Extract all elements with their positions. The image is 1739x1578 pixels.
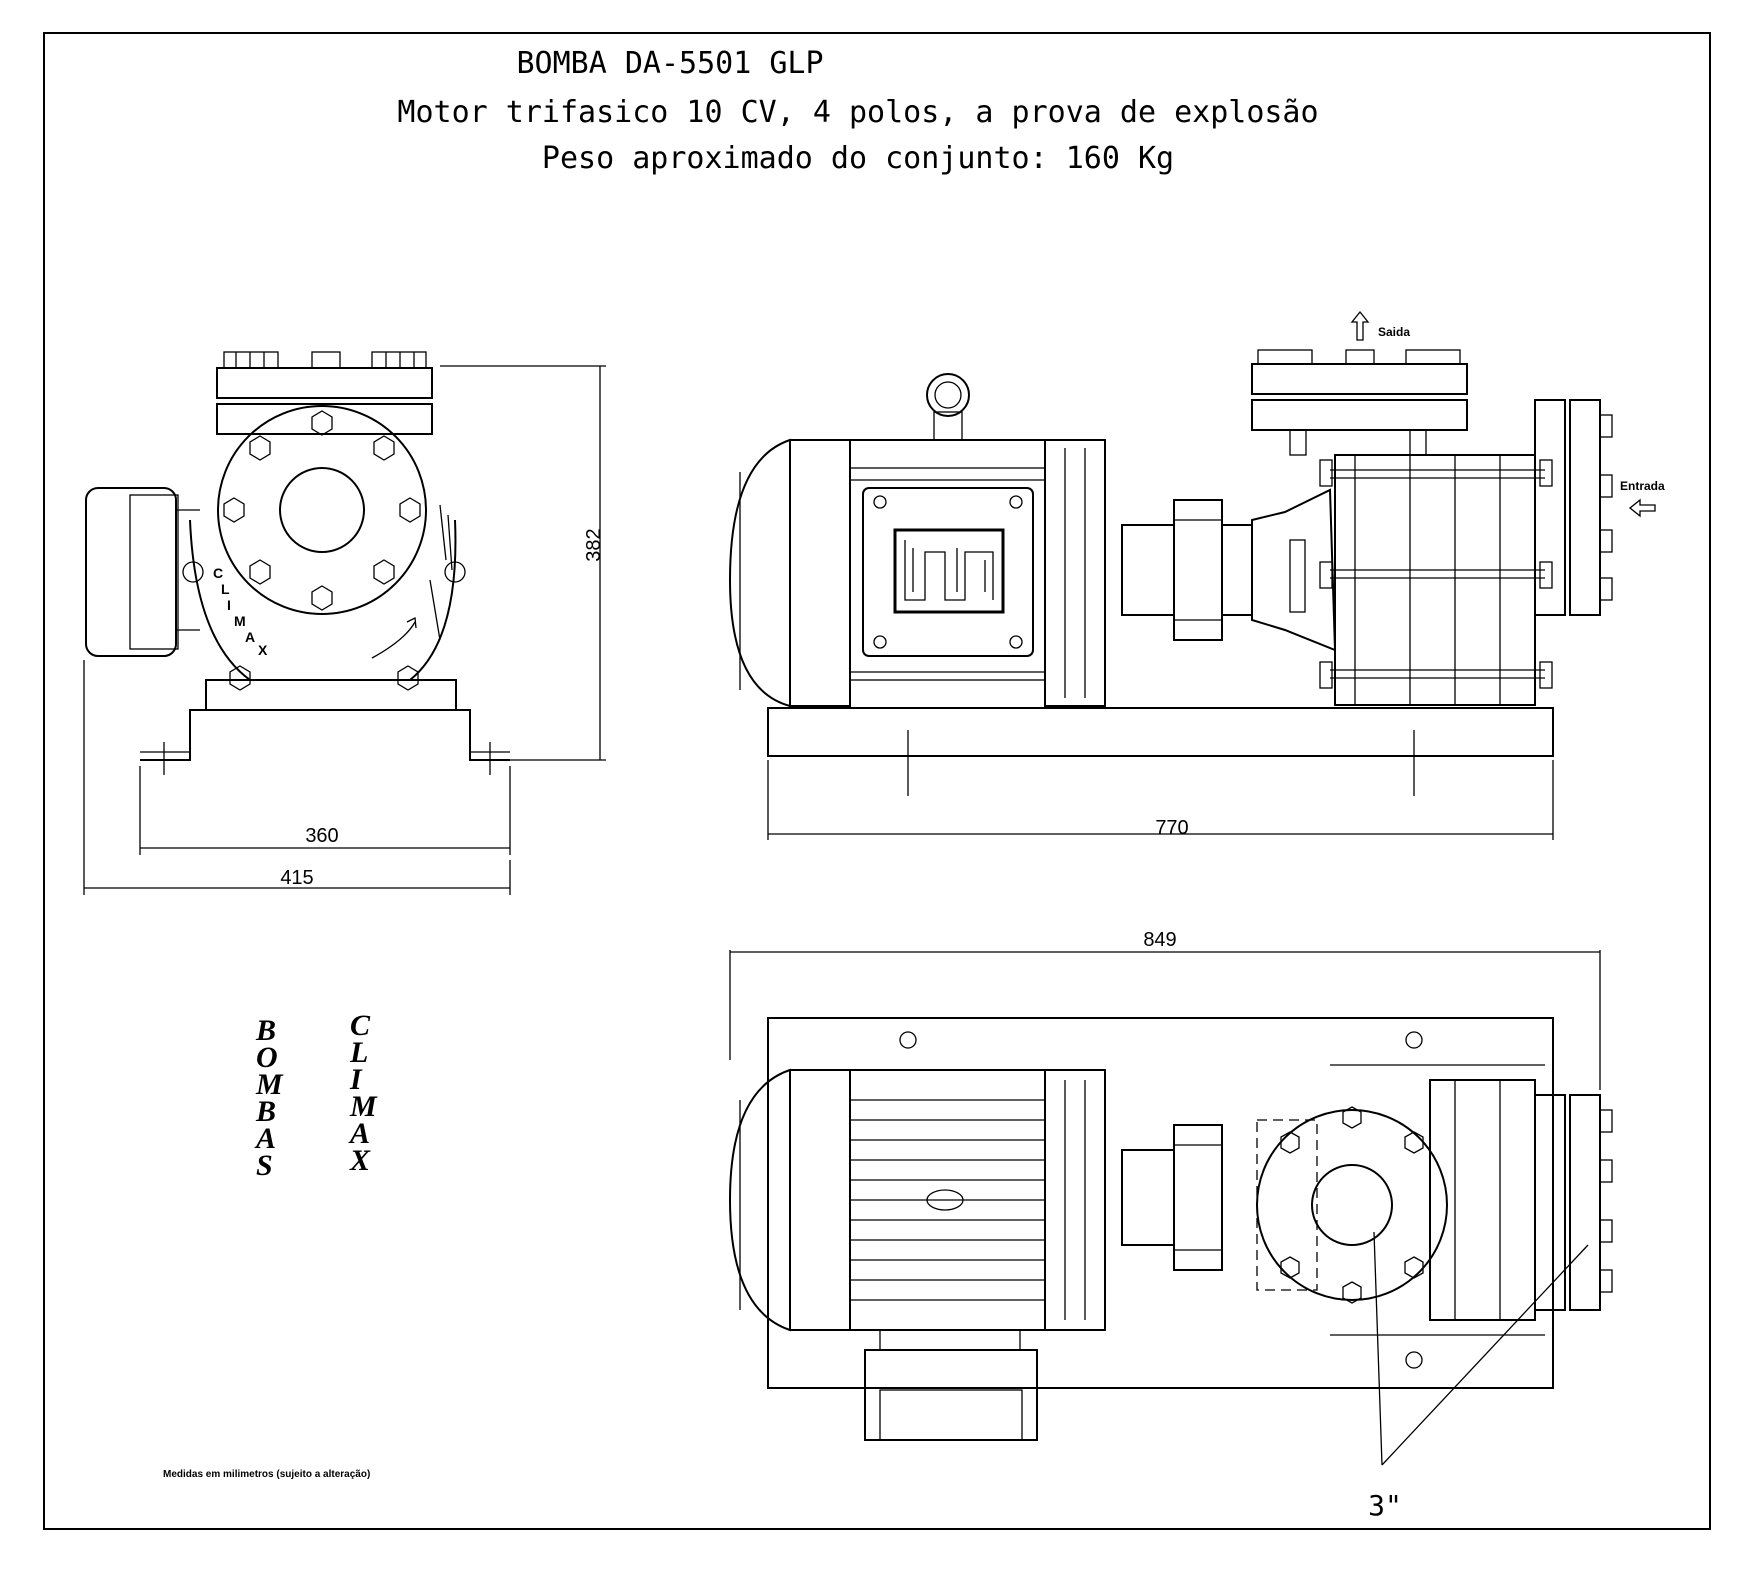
svg-text:M: M — [234, 613, 246, 629]
dimension-total-width: 415 — [280, 867, 313, 889]
svg-text:C: C — [213, 565, 223, 581]
drawing-border — [43, 32, 1711, 1530]
dimension-side-length: 770 — [1155, 817, 1188, 839]
svg-text:A: A — [245, 629, 255, 645]
side-view — [728, 310, 1656, 840]
weight-spec: Peso aproximado do conjunto: 160 Kg — [542, 141, 1174, 176]
inlet-label: Entrada — [1620, 479, 1665, 493]
drawing-title: BOMBA DA-5501 GLP — [516, 46, 823, 81]
dimension-height: 382 — [583, 528, 605, 561]
svg-text:X: X — [258, 642, 268, 658]
dimension-base-span: 360 — [305, 825, 338, 847]
footnote: Medidas em milimetros (sujeito a alteraç… — [163, 1469, 370, 1480]
top-view — [728, 950, 1613, 1466]
outlet-label: Saida — [1378, 325, 1410, 339]
svg-text:I: I — [227, 597, 231, 613]
svg-text:L: L — [221, 581, 230, 597]
pipe-size-label: 3" — [1368, 1489, 1402, 1522]
dimension-top-length: 849 — [1143, 929, 1176, 951]
front-view: C L I M A X — [83, 351, 606, 895]
motor-spec: Motor trifasico 10 CV, 4 polos, a prova … — [397, 95, 1318, 130]
